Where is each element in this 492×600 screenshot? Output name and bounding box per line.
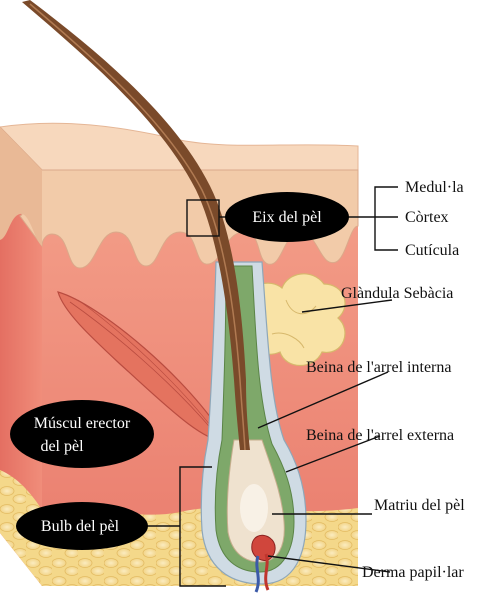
papilla-vessel-blue (254, 555, 260, 593)
label-matrix: Matriu del pèl (374, 497, 465, 514)
label-arrector-muscle-line1: Múscul erector (34, 415, 131, 432)
arrector-pili-muscle (57, 291, 227, 442)
epidermis-side (0, 127, 42, 246)
hair-bulb-core (240, 484, 268, 532)
label-inner-root-sheath: Beina de l'arrel interna (306, 359, 451, 376)
skin-side-face (0, 127, 42, 586)
label-papilla: Derma papil·lar (362, 564, 464, 581)
label-shaft-bubble: Eix del pèl (225, 192, 349, 242)
label-bulb: Bulb del pèl (41, 518, 120, 535)
hair-follicle (22, 0, 307, 593)
label-arrector-muscle-line2: del pèl (40, 438, 84, 455)
label-arrector-bubble: Múscul erector del pèl (10, 400, 154, 468)
label-cuticle: Cutícula (405, 242, 459, 259)
hair-shaft-highlight (29, 3, 246, 451)
label-cortex: Còrtex (405, 209, 449, 226)
label-outer-root-sheath: Beina de l'arrel externa (306, 427, 454, 444)
label-shaft: Eix del pèl (252, 209, 322, 226)
shaft-zoom-box (186, 199, 220, 237)
hair-shaft (22, 0, 250, 450)
label-medulla: Medul·la (405, 179, 464, 196)
label-sebaceous-gland: Glàndula Sebàcia (341, 285, 453, 302)
label-bulb-bubble: Bulb del pèl (16, 502, 148, 550)
papilla-vessel-red (264, 553, 270, 591)
